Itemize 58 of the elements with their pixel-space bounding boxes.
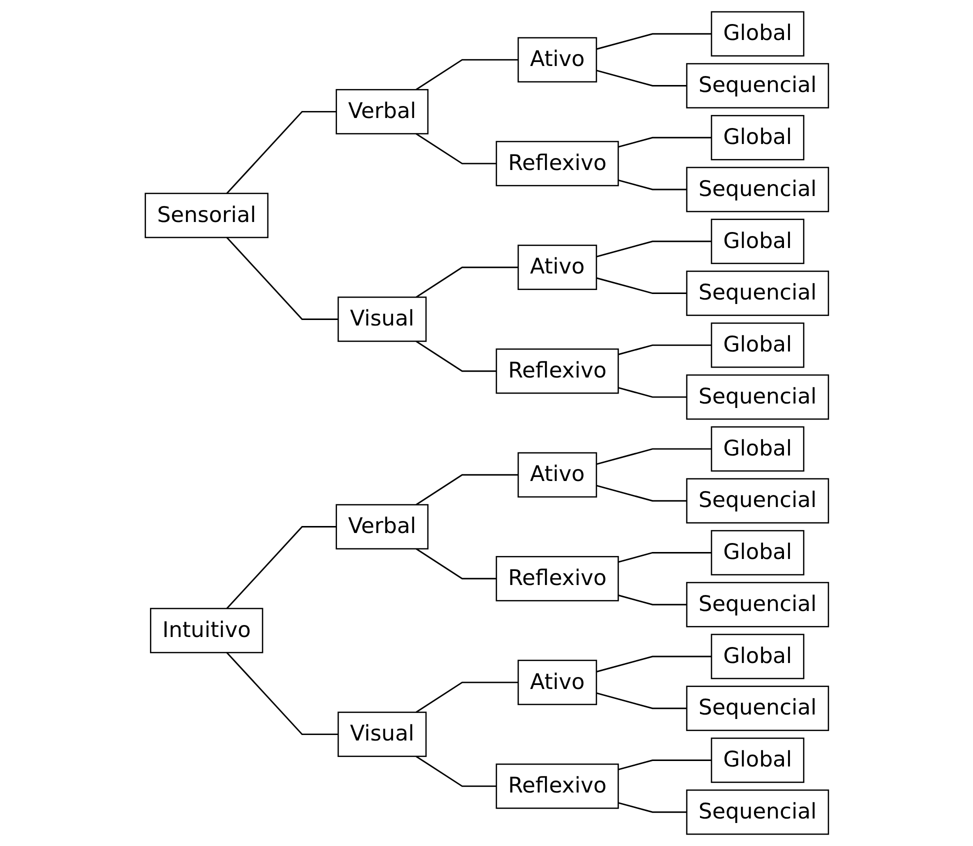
connector (596, 240, 712, 258)
connector (415, 474, 518, 506)
node-box: Sequencial (686, 374, 829, 420)
node-box: Sequencial (686, 478, 829, 524)
connector (596, 70, 686, 86)
connector (618, 179, 686, 190)
connector (226, 110, 336, 194)
connector (596, 692, 686, 710)
connector (618, 552, 712, 563)
node-box: Global (710, 218, 804, 264)
node-box: Verbal (335, 89, 428, 134)
connector (618, 760, 712, 770)
node-box: Intuitivo (150, 608, 263, 654)
connector (596, 33, 712, 50)
node-box: Sequencial (686, 582, 829, 628)
node-box: Verbal (335, 504, 428, 550)
node-box: Ativo (517, 37, 597, 82)
connector (618, 387, 686, 398)
node-box: Ativo (517, 452, 597, 498)
node-box: Visual (337, 712, 426, 757)
connector (596, 448, 712, 465)
connector (415, 340, 496, 372)
connector (596, 484, 686, 502)
node-box: Visual (337, 296, 426, 342)
connector (415, 266, 518, 298)
connector (618, 594, 686, 606)
connector (415, 133, 496, 164)
node-box: Reflexivo (495, 556, 618, 602)
node-box: Sequencial (686, 270, 829, 316)
connector (618, 344, 712, 356)
node-box: Ativo (517, 244, 597, 290)
node-box: Sequencial (686, 686, 829, 732)
connector (415, 59, 518, 90)
connector (226, 526, 336, 610)
node-box: Global (710, 114, 804, 160)
node-box: Global (710, 530, 804, 576)
connector (596, 656, 712, 672)
connector (415, 756, 496, 787)
node-box: Global (710, 634, 804, 680)
connector (415, 548, 496, 580)
connector (596, 277, 686, 294)
node-box: Global (710, 322, 804, 368)
node-box: Sequencial (686, 789, 829, 835)
connector (226, 236, 338, 320)
node-box: Ativo (517, 660, 597, 706)
node-box: Reflexivo (495, 348, 618, 394)
connector (415, 682, 518, 713)
connector (226, 652, 338, 736)
node-box: Reflexivo (495, 140, 618, 186)
node-box: Sensorial (144, 192, 268, 238)
connector (618, 136, 712, 148)
connector (618, 802, 686, 813)
node-box: Sequencial (686, 166, 829, 212)
node-box: Global (710, 426, 804, 472)
node-box: Global (710, 738, 804, 783)
node-box: Reflexivo (495, 764, 618, 809)
node-box: Global (710, 11, 804, 57)
node-box: Sequencial (686, 63, 829, 108)
